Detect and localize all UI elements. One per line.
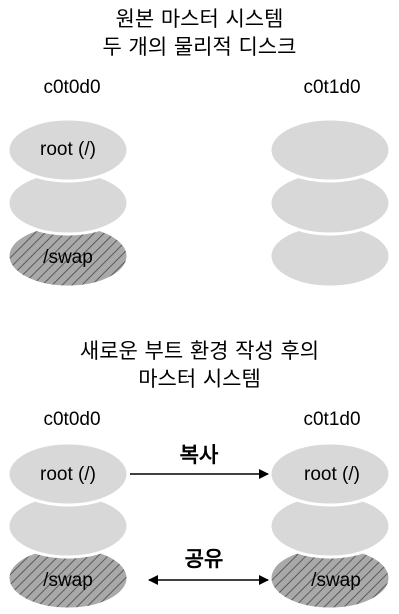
bottom-left-swap-label: /swap bbox=[43, 570, 93, 591]
bottom-right-root-label: root (/) bbox=[304, 464, 360, 485]
share-label: 공유 bbox=[185, 547, 224, 571]
top-left-disk: root (/) /swap bbox=[6, 117, 130, 289]
top-right-slice-top bbox=[268, 117, 392, 183]
top-left-disk-label: c0t0d0 bbox=[43, 77, 100, 98]
bottom-left-disk-label: c0t0d0 bbox=[43, 409, 100, 430]
bottom-title-line2: 마스터 시스템 bbox=[138, 367, 261, 391]
bottom-right-slice-root bbox=[268, 441, 392, 507]
top-right-disk bbox=[268, 117, 392, 289]
share-arrow: 공유 bbox=[148, 547, 269, 585]
top-left-slice-root bbox=[6, 117, 130, 183]
bottom-left-slice-root bbox=[6, 441, 130, 507]
top-title-line2: 두 개의 물리적 디스크 bbox=[102, 35, 297, 59]
top-left-root-label: root (/) bbox=[40, 139, 96, 160]
bottom-left-root-label: root (/) bbox=[40, 464, 96, 485]
copy-arrow: 복사 bbox=[130, 443, 269, 479]
bottom-left-disk: root (/) /swap bbox=[6, 441, 130, 611]
copy-label: 복사 bbox=[180, 443, 219, 467]
top-title-line1: 원본 마스터 시스템 bbox=[115, 7, 284, 31]
bottom-title-line1: 새로운 부트 환경 작성 후의 bbox=[79, 339, 320, 363]
top-right-disk-label: c0t1d0 bbox=[303, 77, 360, 98]
bottom-right-disk: root (/) /swap bbox=[268, 441, 392, 611]
bottom-right-swap-label: /swap bbox=[311, 570, 361, 591]
top-left-swap-label: /swap bbox=[43, 247, 93, 268]
bottom-right-disk-label: c0t1d0 bbox=[303, 409, 360, 430]
